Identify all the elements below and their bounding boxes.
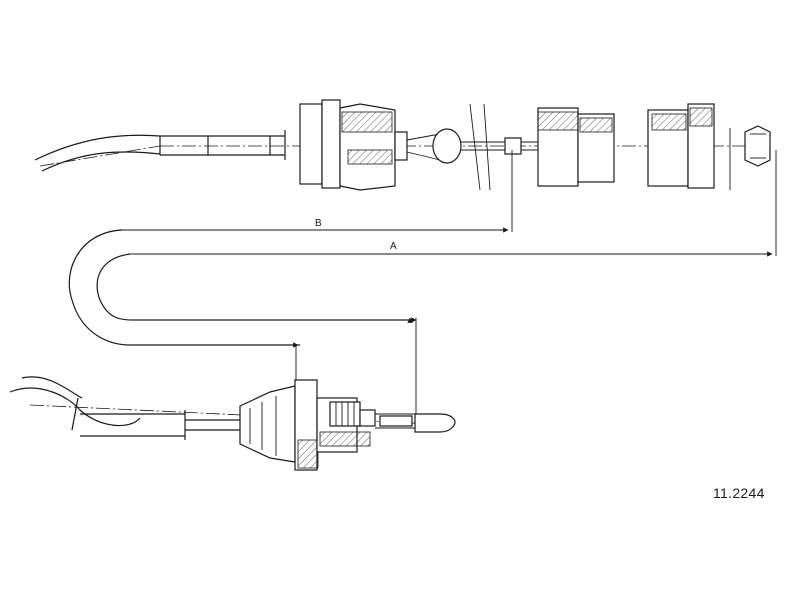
dimension-label-a: A	[390, 241, 397, 252]
upper-end-nut	[744, 125, 771, 167]
cable-u-bend	[68, 229, 417, 430]
upper-damper-1	[537, 107, 615, 187]
upper-adjuster	[299, 99, 441, 191]
lower-cable-sheath	[9, 376, 456, 440]
dimension-b: B	[120, 150, 513, 233]
lower-end-fitting	[375, 413, 456, 433]
part-number: 11.2244	[713, 485, 765, 501]
dimension-label-b: B	[315, 218, 322, 229]
lower-threaded-adjuster	[329, 401, 376, 427]
dimension-a: A	[130, 150, 777, 257]
upper-spring-eye	[432, 103, 540, 191]
upper-damper-2	[647, 103, 731, 190]
